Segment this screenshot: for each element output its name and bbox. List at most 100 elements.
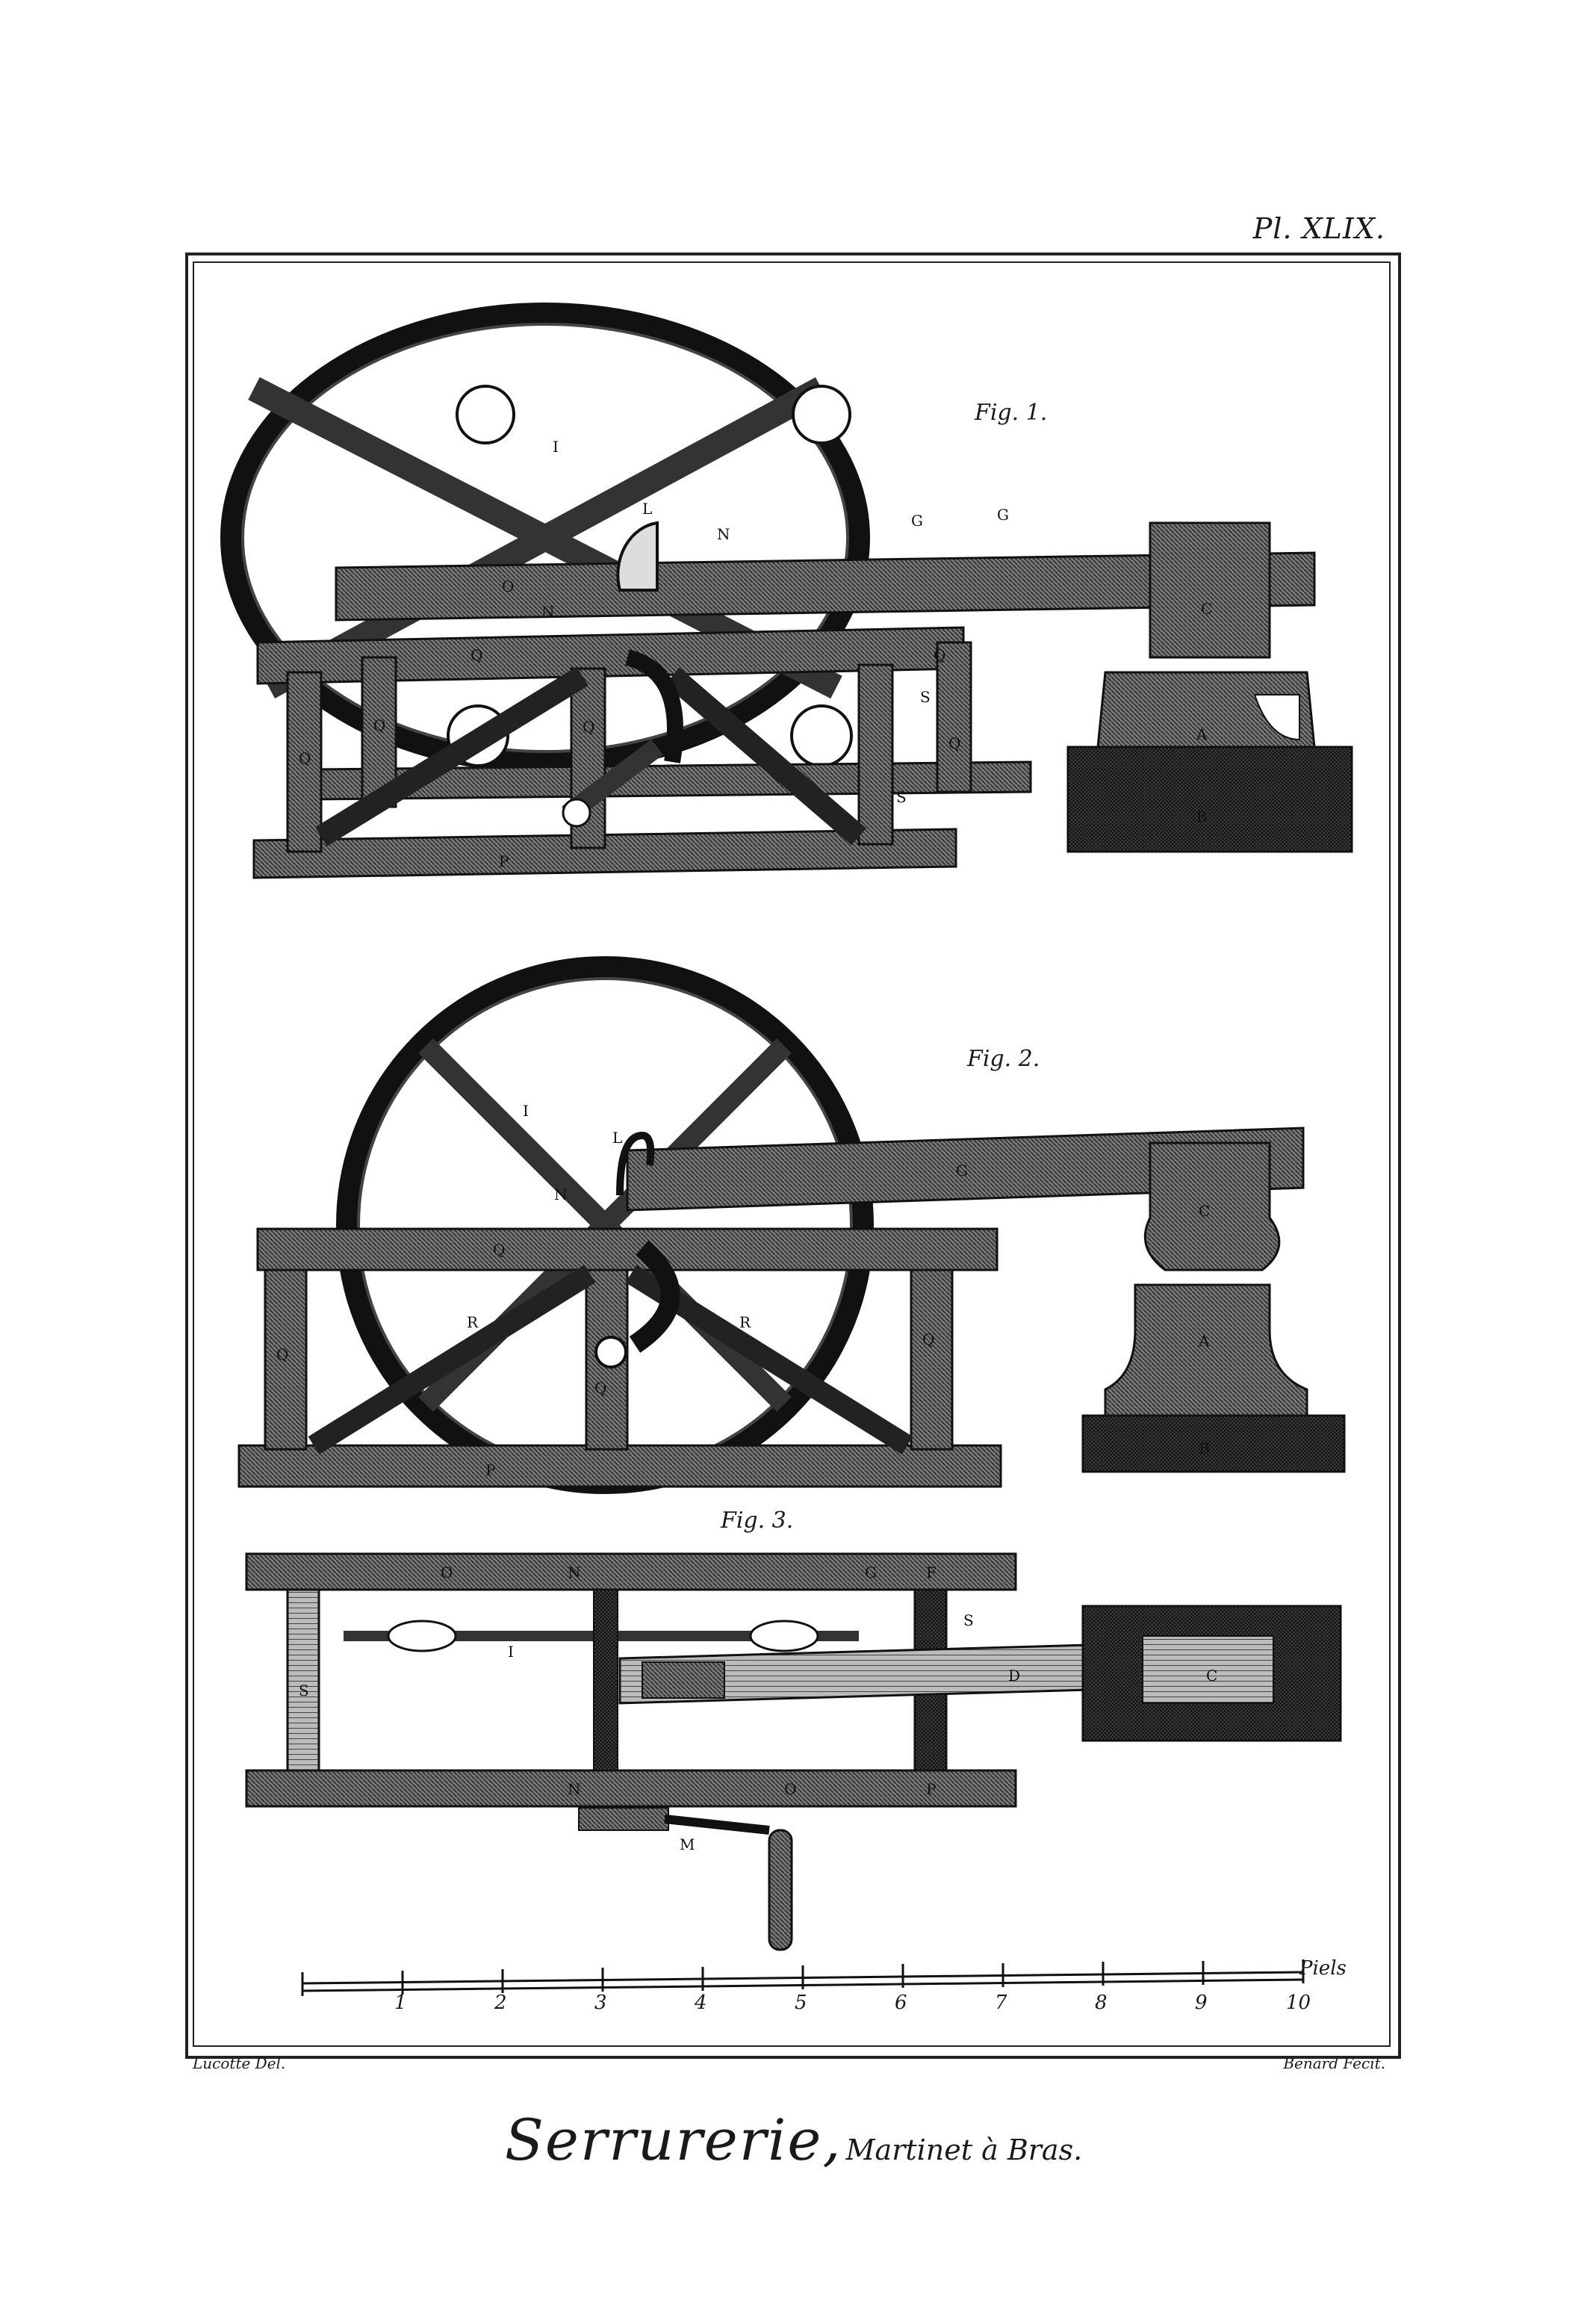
crank-arm bbox=[629, 1240, 680, 1353]
scale-unit-label: Piels bbox=[1299, 1957, 1347, 1980]
svg-text:Q: Q bbox=[373, 716, 385, 734]
svg-text:N: N bbox=[554, 1186, 568, 1203]
anvil-base bbox=[1081, 1414, 1346, 1473]
svg-text:G: G bbox=[911, 512, 923, 530]
svg-text:M: M bbox=[680, 1835, 695, 1853]
svg-text:S: S bbox=[896, 788, 907, 806]
svg-text:C: C bbox=[1201, 600, 1212, 618]
hammer-helve bbox=[335, 551, 1316, 622]
engraver-credit: Benard Fecit. bbox=[1283, 2054, 1385, 2072]
crank-handle bbox=[768, 1829, 793, 1951]
scale-tick-label: 7 bbox=[995, 1992, 1007, 2014]
scale-tick-label: 5 bbox=[795, 1992, 807, 2014]
flywheel-rim bbox=[220, 303, 870, 773]
svg-text:Q: Q bbox=[922, 1330, 934, 1348]
plate-title: Serrurerie, Martinet à Bras. bbox=[0, 2107, 1587, 2173]
hammer-helve bbox=[626, 1127, 1305, 1212]
wheel-weight-ball bbox=[456, 385, 515, 444]
frame-post bbox=[286, 671, 323, 853]
svg-text:O: O bbox=[502, 577, 514, 595]
figure-3-plan-view: O N G F S I S D C N O P M bbox=[245, 1552, 1342, 1951]
scale-tick-label: 2 bbox=[494, 1992, 507, 2014]
svg-text:I: I bbox=[508, 1643, 514, 1661]
figure-1-label: Fig. 1. bbox=[975, 400, 1048, 426]
svg-text:Q: Q bbox=[594, 1379, 606, 1397]
svg-text:B: B bbox=[1196, 808, 1208, 825]
svg-text:A: A bbox=[1198, 1332, 1210, 1350]
wheel-spoke bbox=[262, 377, 828, 698]
scale-tick-label: 4 bbox=[695, 1992, 707, 2014]
figure-2-label: Fig. 2. bbox=[967, 1046, 1040, 1072]
svg-text:C: C bbox=[1199, 1202, 1210, 1220]
hammer-head bbox=[1149, 521, 1271, 659]
scale-tick-label: 10 bbox=[1286, 1992, 1311, 2014]
cam-tappet bbox=[616, 1131, 655, 1196]
wheel-weight-ball bbox=[790, 704, 853, 767]
scale-tick-label: 3 bbox=[594, 1992, 607, 2014]
svg-text:I: I bbox=[553, 438, 559, 456]
frame-post bbox=[910, 1268, 954, 1451]
svg-text:B: B bbox=[1199, 1440, 1210, 1457]
hammer-head bbox=[1143, 1141, 1281, 1271]
frame-bottom-rail bbox=[245, 1769, 1017, 1808]
svg-text:Q: Q bbox=[276, 1345, 288, 1363]
svg-text:P: P bbox=[485, 1461, 495, 1479]
svg-text:N: N bbox=[568, 1564, 581, 1581]
svg-text:G: G bbox=[865, 1564, 877, 1581]
svg-text:R: R bbox=[739, 1313, 751, 1331]
svg-text:F: F bbox=[926, 1564, 937, 1581]
svg-text:P: P bbox=[499, 852, 509, 870]
svg-text:R: R bbox=[467, 1313, 479, 1331]
plate-title-main: Serrurerie, bbox=[504, 2107, 842, 2173]
svg-text:I: I bbox=[523, 1102, 529, 1120]
svg-text:G: G bbox=[956, 1162, 968, 1180]
svg-text:Q: Q bbox=[583, 718, 594, 736]
svg-text:N: N bbox=[568, 1780, 581, 1798]
svg-text:O: O bbox=[441, 1564, 453, 1581]
frame-post bbox=[264, 1268, 308, 1451]
svg-text:S: S bbox=[299, 1682, 309, 1699]
frame-bottom-rail bbox=[237, 1444, 1002, 1488]
svg-text:Q: Q bbox=[934, 646, 945, 664]
wheel-weight-ball bbox=[792, 385, 851, 444]
crank-arm bbox=[624, 649, 683, 763]
figure-3-label: Fig. 3. bbox=[721, 1507, 794, 1534]
plate-title-sub: Martinet à Bras. bbox=[845, 2134, 1083, 2166]
svg-text:Q: Q bbox=[299, 749, 311, 767]
svg-text:N: N bbox=[717, 525, 730, 543]
scale-tick-label: 1 bbox=[394, 1992, 407, 2014]
svg-text:A: A bbox=[1196, 725, 1208, 743]
svg-text:C: C bbox=[1206, 1667, 1217, 1685]
svg-text:P: P bbox=[926, 1780, 936, 1798]
svg-text:Q: Q bbox=[470, 646, 482, 664]
svg-text:D: D bbox=[1008, 1667, 1020, 1685]
svg-text:Q: Q bbox=[948, 734, 960, 752]
frame-top-rail bbox=[245, 1552, 1017, 1591]
anvil-base bbox=[1066, 746, 1353, 853]
scale-tick-label: 6 bbox=[895, 1992, 907, 2014]
svg-text:S: S bbox=[963, 1611, 974, 1629]
svg-text:Q: Q bbox=[493, 1241, 505, 1259]
figure-2-elevation: I L N G Q R R Q Q Q C A B P bbox=[237, 956, 1346, 1494]
svg-text:N: N bbox=[541, 603, 555, 621]
svg-text:G: G bbox=[997, 506, 1009, 524]
draftsman-credit: Lucotte Del. bbox=[193, 2054, 286, 2072]
frame-post bbox=[857, 663, 894, 846]
frame-bottom-rail bbox=[252, 828, 957, 879]
scale-tick-label: 8 bbox=[1095, 1992, 1108, 2014]
cam-tappet bbox=[616, 521, 659, 592]
frame-post bbox=[936, 641, 972, 793]
plate-frame-outer bbox=[185, 252, 1401, 2059]
svg-text:L: L bbox=[642, 500, 652, 518]
frame-crossbar bbox=[286, 1588, 320, 1772]
anvil-block bbox=[1096, 671, 1316, 749]
figure-1-perspective: I L N G G O N C Q Q S Q Q S Q Q A B P S bbox=[220, 303, 1353, 879]
plate-frame-inner bbox=[193, 261, 1391, 2047]
axle bbox=[593, 1589, 618, 1771]
svg-text:O: O bbox=[784, 1780, 796, 1798]
scale-tick-label: 9 bbox=[1195, 1992, 1208, 2014]
anvil-block bbox=[1104, 1283, 1308, 1417]
svg-text:S: S bbox=[340, 700, 350, 718]
scale-bar bbox=[301, 1959, 1305, 1996]
